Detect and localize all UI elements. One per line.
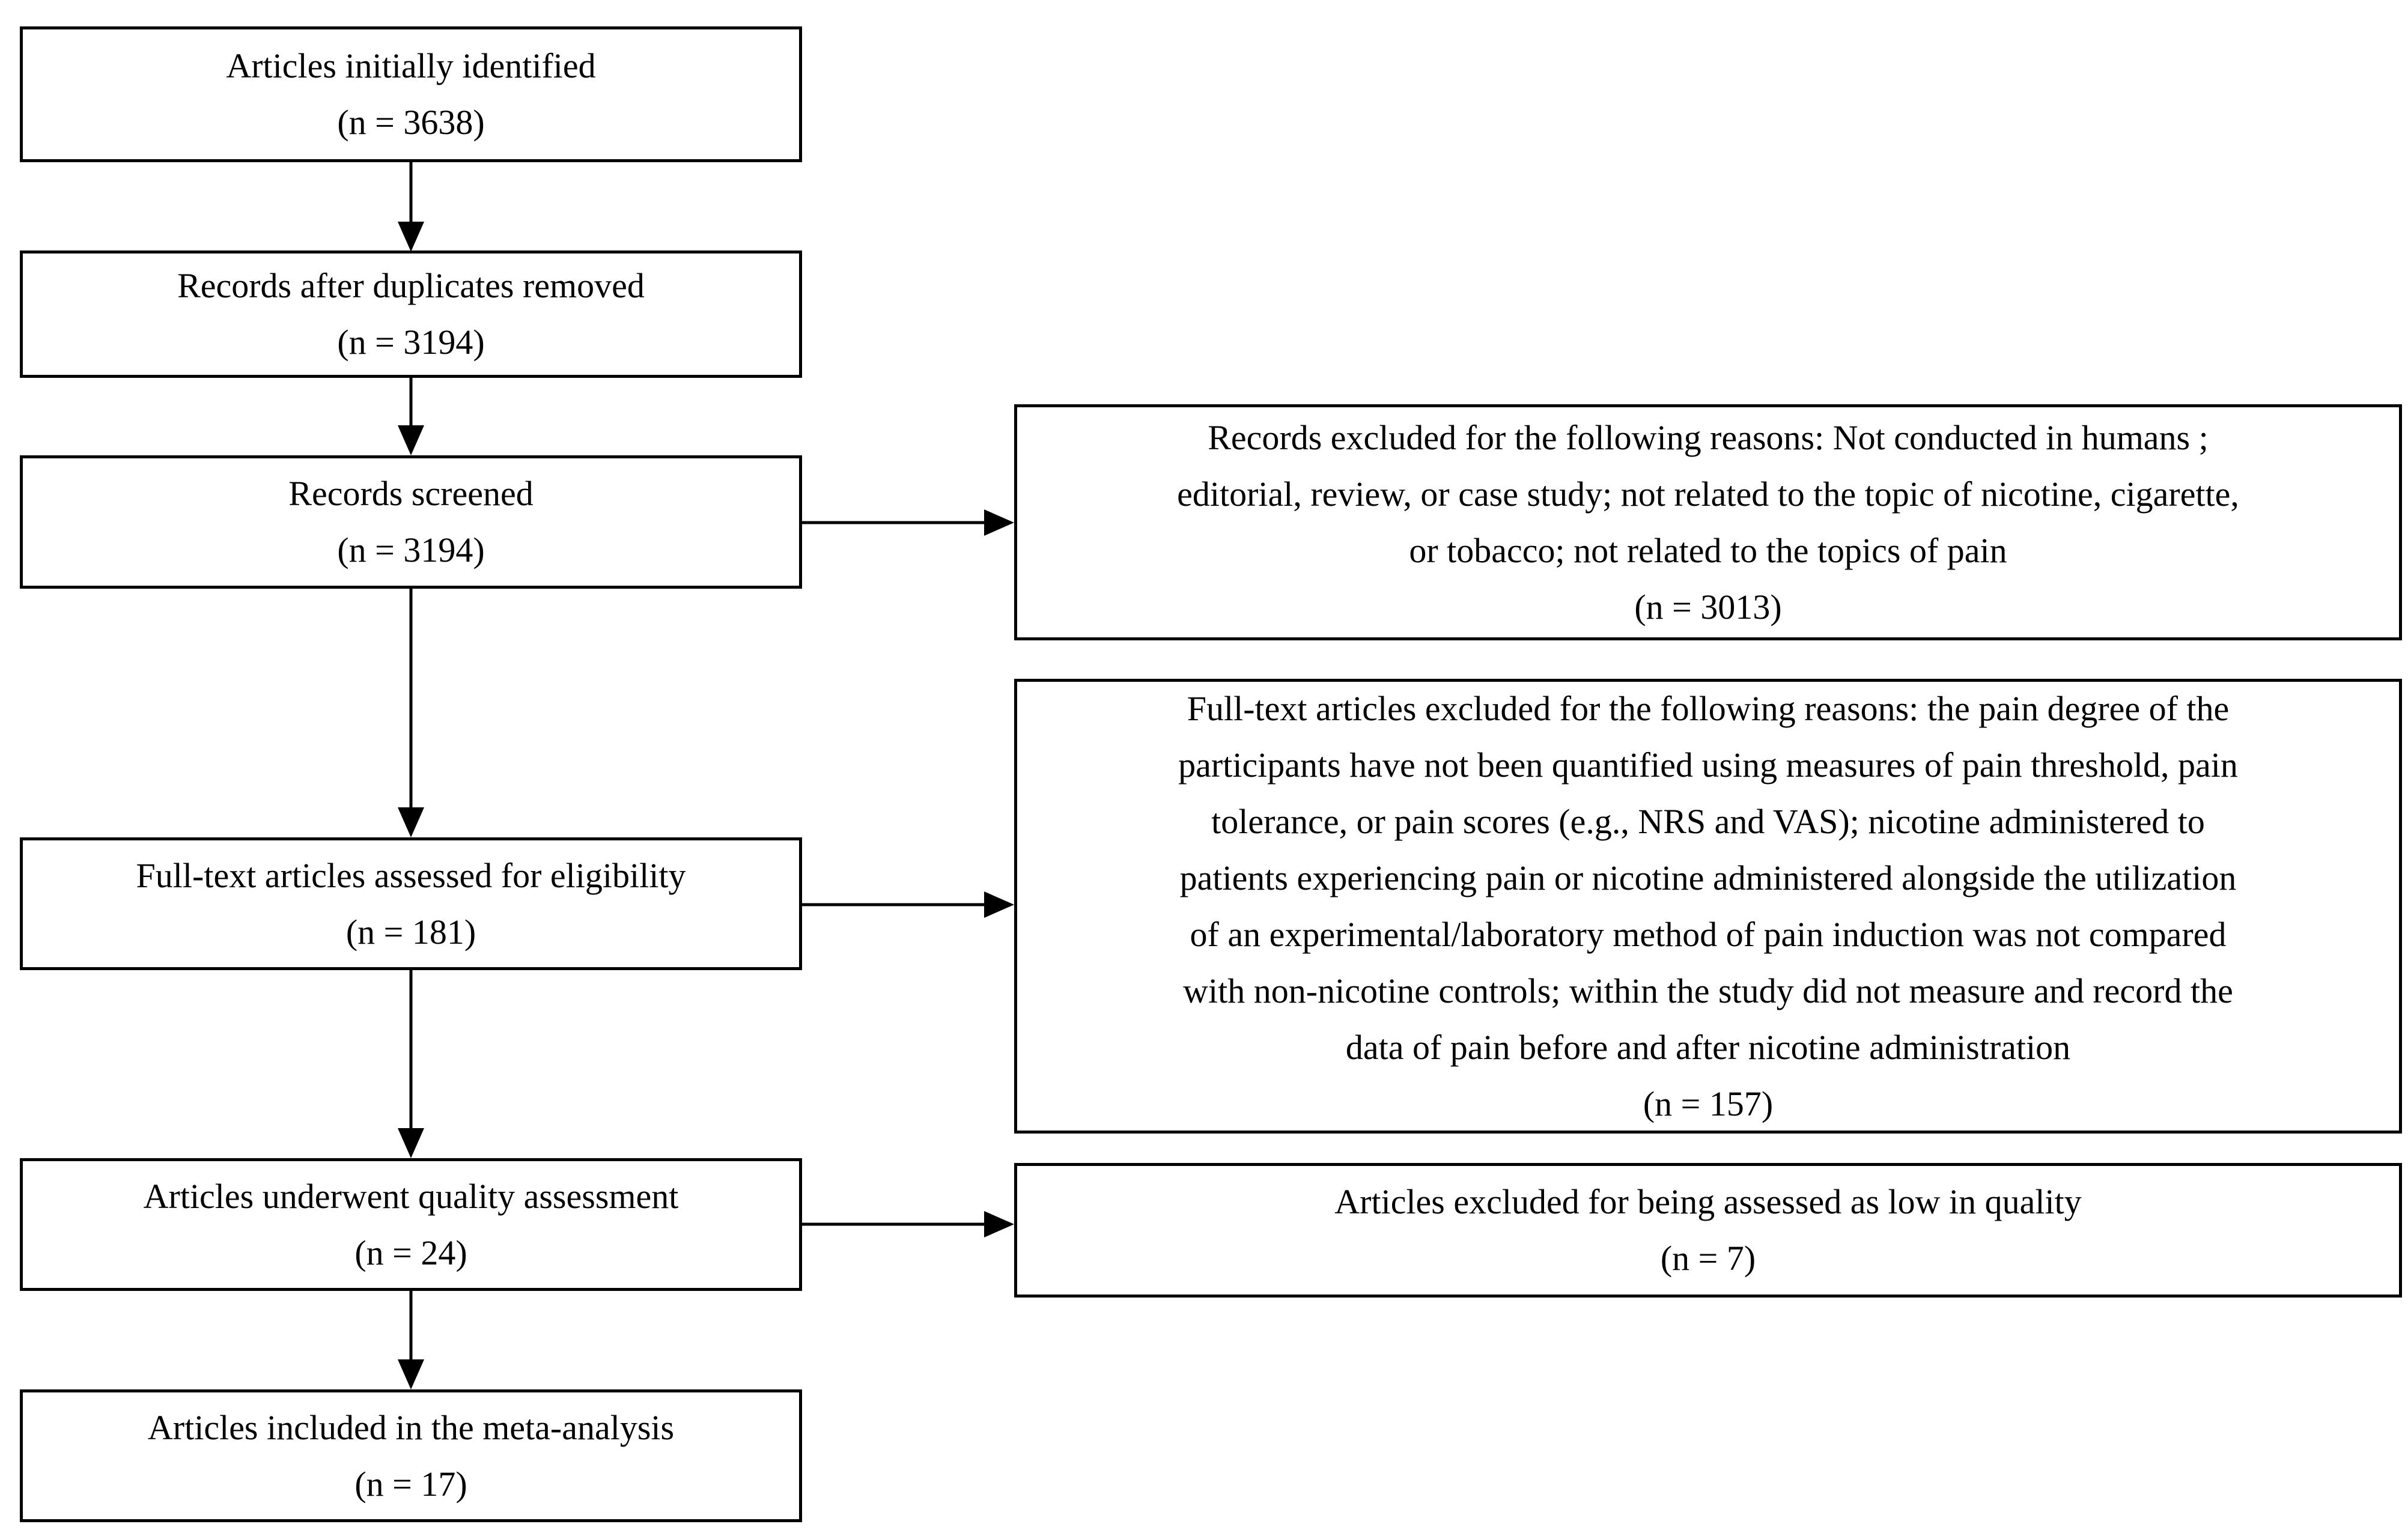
- box-articles-excluded-low-quality: Articles excluded for being assessed as …: [1014, 1163, 2402, 1298]
- arrowhead-icon: [984, 1211, 1014, 1237]
- box-text-line: with non-nicotine controls; within the s…: [1183, 971, 2233, 1010]
- box-text-line: Articles included in the meta-analysis: [147, 1407, 675, 1447]
- arrow-down-screened-to-fulltext: [398, 589, 424, 837]
- arrow-down-fulltext-to-quality: [398, 970, 424, 1158]
- box-text-line: Full-text articles assessed for eligibil…: [136, 855, 686, 895]
- arrowhead-icon: [398, 425, 424, 455]
- box-text-line: Articles excluded for being assessed as …: [1334, 1182, 2082, 1221]
- arrowhead-icon: [398, 1359, 424, 1389]
- box-text-line: Full-text articles excluded for the foll…: [1187, 688, 2230, 728]
- box-text-line: Records after duplicates removed: [177, 266, 645, 305]
- box-text-line: of an experimental/laboratory method of …: [1190, 914, 2227, 954]
- box-text-line: data of pain before and after nicotine a…: [1345, 1027, 2071, 1067]
- box-count-line: (n = 181): [345, 912, 476, 952]
- box-count-line: (n = 24): [354, 1233, 467, 1272]
- box-count-line: (n = 3013): [1634, 587, 1782, 627]
- box-text-line: Records excluded for the following reaso…: [1208, 417, 2209, 457]
- box-count-line: (n = 3194): [337, 323, 485, 362]
- box-text-line: Articles underwent quality assessment: [143, 1176, 679, 1216]
- box-text-line: or tobacco; not related to the topics of…: [1409, 530, 2007, 570]
- box-text-line: participants have not been quantified us…: [1178, 745, 2238, 785]
- box-text-line: Records screened: [288, 474, 534, 513]
- arrow-right-screened-to-excluded: [802, 509, 1014, 536]
- arrowhead-icon: [398, 1128, 424, 1158]
- box-text-line: patients experiencing pain or nicotine a…: [1179, 858, 2237, 897]
- arrowhead-icon: [398, 222, 424, 252]
- box-records-screened: Records screened (n = 3194): [20, 455, 802, 589]
- box-count-line: (n = 3638): [337, 103, 485, 142]
- box-count-line: (n = 17): [354, 1464, 467, 1504]
- arrowhead-icon: [398, 807, 424, 837]
- box-count-line: (n = 3194): [337, 530, 485, 569]
- box-count-line: (n = 7): [1660, 1239, 1756, 1278]
- arrow-down-quality-to-included: [398, 1291, 424, 1389]
- arrowhead-icon: [984, 509, 1014, 536]
- box-text-line: Articles initially identified: [226, 46, 596, 85]
- box-records-excluded: Records excluded for the following reaso…: [1014, 404, 2402, 640]
- box-articles-initially-identified: Articles initially identified (n = 3638): [20, 26, 802, 162]
- arrow-down-identified-to-duplicates: [398, 162, 424, 252]
- box-fulltext-assessed-for-eligibility: Full-text articles assessed for eligibil…: [20, 837, 802, 970]
- arrow-down-duplicates-to-screened: [398, 378, 424, 455]
- box-text-line: tolerance, or pain scores (e.g., NRS and…: [1211, 801, 2205, 841]
- box-count-line: (n = 157): [1643, 1084, 1774, 1123]
- arrowhead-icon: [984, 891, 1014, 918]
- arrow-right-quality-to-excluded: [802, 1211, 1014, 1237]
- box-text-line: editorial, review, or case study; not re…: [1177, 474, 2239, 514]
- arrow-right-fulltext-to-excluded: [802, 891, 1014, 918]
- box-fulltext-articles-excluded: Full-text articles excluded for the foll…: [1014, 679, 2402, 1134]
- box-records-after-duplicates-removed: Records after duplicates removed (n = 31…: [20, 250, 802, 378]
- box-articles-underwent-quality-assessment: Articles underwent quality assessment (n…: [20, 1158, 802, 1291]
- box-articles-included-in-meta-analysis: Articles included in the meta-analysis (…: [20, 1389, 802, 1522]
